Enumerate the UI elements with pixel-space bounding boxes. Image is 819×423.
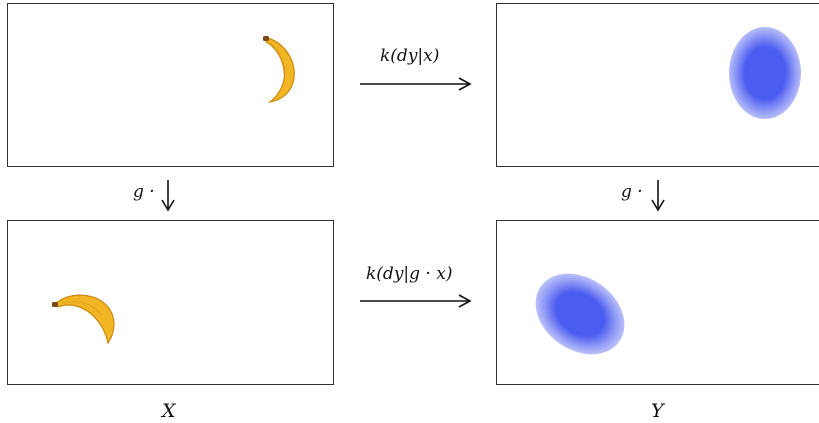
input-panel-x	[7, 3, 334, 167]
right-arrow-icon	[360, 294, 472, 308]
down-arrow-icon	[651, 180, 665, 212]
down-arrow-icon	[161, 180, 175, 212]
gaussian-blob	[729, 27, 801, 119]
input-panel-gx	[7, 220, 334, 385]
right-action-label: g ·	[621, 182, 643, 202]
gaussian-blob	[520, 256, 640, 372]
right-arrow-icon	[360, 77, 472, 91]
banana-icon	[52, 294, 115, 345]
banana-icon	[263, 36, 295, 103]
output-panel-y-bottom	[496, 220, 819, 385]
top-kernel-label: k(dy|x)	[380, 46, 440, 66]
bottom-kernel-label: k(dy|g · x)	[366, 264, 453, 284]
space-y-label: Y	[651, 400, 664, 422]
output-panel-y-top	[496, 3, 819, 167]
space-x-label: X	[162, 400, 176, 422]
left-action-label: g ·	[133, 182, 155, 202]
